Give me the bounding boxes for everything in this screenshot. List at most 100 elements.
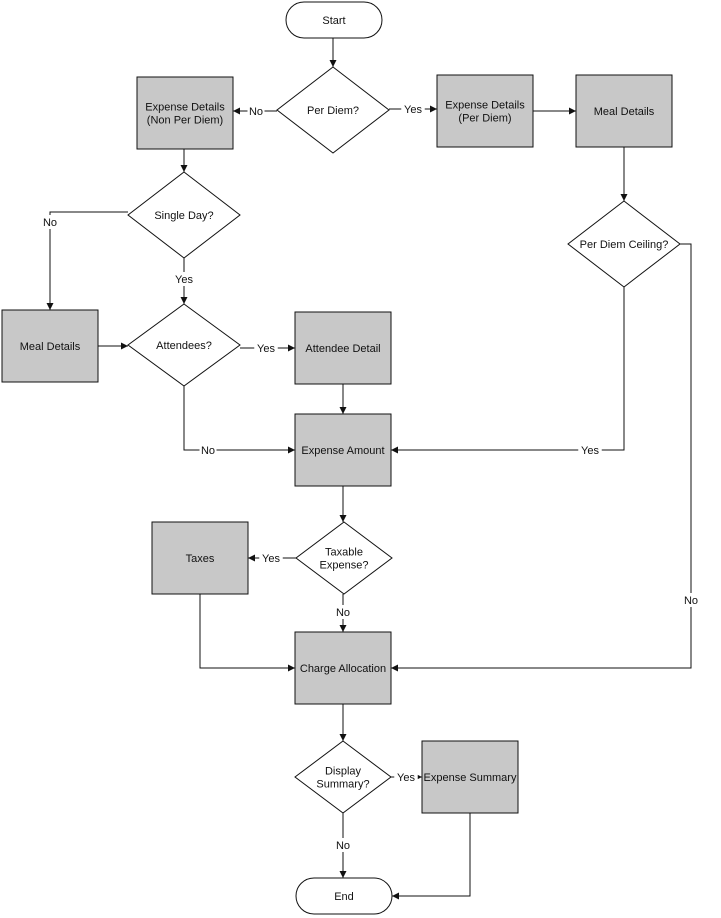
edge-label: Yes [581,445,599,457]
edge-label: Yes [262,553,280,565]
edge-single-day-yes: Yes [172,258,196,304]
node-label: Taxes [186,553,215,565]
edge-taxable-yes: Yes [248,551,296,565]
decision-diamond [295,521,393,595]
node-label: Summary? [316,779,369,791]
edge-attendees-yes: Yes [240,341,295,355]
node-label: Per Diem? [307,105,359,117]
process-box [421,740,519,814]
node-expense-details-non-per-diem: Expense Details(Non Per Diem) [136,76,234,150]
edge-label: Yes [404,104,422,116]
node-label: Display [325,766,362,778]
node-label: Expense? [320,560,369,572]
connector-arrow [391,287,625,454]
process-box [1,309,99,383]
node-label: Single Day? [154,210,213,222]
edge-ceiling-no: No [391,243,700,672]
edge-label-background [394,770,418,784]
node-expense-summary: Expense Summary [421,740,519,814]
node-meal-details-left: Meal Details [1,309,99,383]
edge-label-background [172,272,196,286]
node-attendee-detail: Attendee Detail [294,311,392,385]
edge-label: Yes [397,772,415,784]
node-label: Expense Amount [301,445,384,457]
connector-arrow [391,243,692,672]
process-box [136,76,234,150]
edge-label: No [336,840,350,852]
node-start: Start [285,1,383,39]
process-box [294,631,392,705]
edge-taxable-no: No [334,594,352,632]
edge-per-diem-yes: Yes [389,102,437,116]
node-per-diem-ceiling-q: Per Diem Ceiling? [567,200,681,288]
node-label: Start [322,15,345,27]
edge-label-background [247,104,265,118]
node-label: Meal Details [20,341,81,353]
edge-ceiling-yes: Yes [391,287,625,457]
process-box [436,74,534,148]
edge-label-background [254,341,278,355]
node-taxes: Taxes [151,521,249,595]
edge-label: Yes [175,274,193,286]
node-end: End [295,877,393,915]
terminator-pill [285,1,383,39]
node-label: Expense Summary [424,772,517,784]
edge-label-background [334,838,352,852]
connector-arrow [183,386,295,454]
edge-display-yes: Yes [391,770,422,784]
connector-arrow [199,594,295,672]
decision-diamond [276,66,390,154]
node-label: Expense Details [445,100,525,112]
node-meal-details-right: Meal Details [575,74,673,148]
edge-label-background [578,443,602,457]
edge-label: Yes [257,343,275,355]
decision-diamond [294,740,392,814]
process-box [575,74,673,148]
terminator-pill [295,877,393,915]
node-label: End [334,891,354,903]
connector-arrow [392,813,471,900]
edge-single-day-no: No [41,211,128,310]
edge-label: No [43,217,57,229]
node-single-day-q: Single Day? [127,171,241,259]
node-per-diem-q: Per Diem? [276,66,390,154]
process-box [294,311,392,385]
edge-label-background [682,593,700,607]
node-expense-details-per-diem: Expense Details(Per Diem) [436,74,534,148]
node-label: Attendee Detail [305,343,380,355]
edge-label-background [259,551,283,565]
edge-label: No [249,106,263,118]
edge-summary-to-end [392,813,471,900]
node-expense-amount: Expense Amount [294,413,392,487]
node-label: Attendees? [156,340,212,352]
edge-label-background [401,102,425,116]
edge-label: No [201,445,215,457]
decision-diamond [127,303,241,387]
edge-label: No [684,595,698,607]
edge-label: No [336,607,350,619]
connector-arrow [46,211,128,310]
edge-per-diem-no: No [233,104,277,118]
edge-label-background [41,215,59,229]
process-box [294,413,392,487]
node-label: Taxable [325,547,363,559]
node-label: (Non Per Diem) [147,115,223,127]
node-charge-allocation: Charge Allocation [294,631,392,705]
node-attendees-q: Attendees? [127,303,241,387]
decision-diamond [567,200,681,288]
node-label: Per Diem Ceiling? [580,239,669,251]
node-label: Charge Allocation [300,663,386,675]
edge-label-background [199,443,217,457]
edge-attendees-no: No [183,386,295,457]
edge-display-no: No [334,813,352,878]
node-label: Meal Details [594,106,655,118]
edge-taxes-to-allocation [199,594,295,672]
edge-label-background [334,605,352,619]
node-label: Expense Details [145,102,225,114]
node-label: (Per Diem) [458,113,511,125]
